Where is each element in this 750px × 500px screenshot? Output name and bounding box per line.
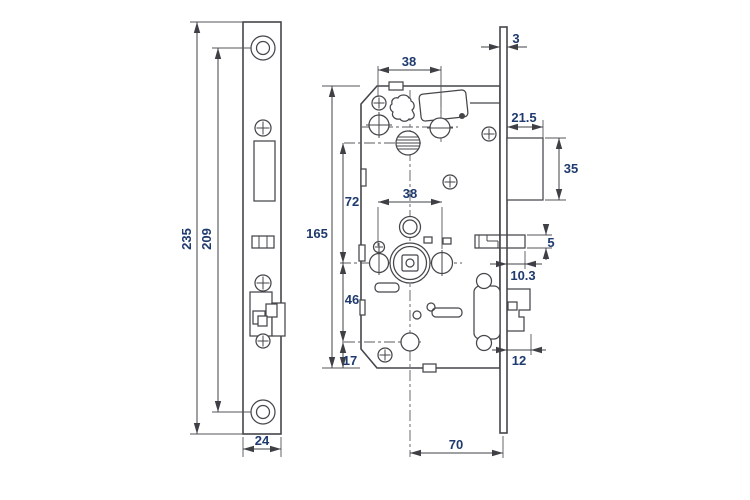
roller-pin-icon [475, 272, 493, 290]
crosshair-hole-icon [400, 332, 420, 352]
front-view-dimensions: 235 209 24 [179, 21, 282, 457]
dim-total-height: 235 [179, 228, 194, 250]
phillips-screw-icon [481, 126, 497, 142]
latch-cam-shape [389, 94, 415, 122]
dim-plate-width: 24 [255, 433, 270, 448]
rivet-dot [459, 113, 465, 119]
case-top-tab [388, 81, 404, 91]
phillips-screw-icon [254, 274, 272, 292]
deadbolt-front-detail [249, 291, 286, 337]
dim-latch-projection: 10.3 [510, 268, 535, 283]
phillips-screw-icon [372, 240, 386, 254]
cylinder-hole-icon [398, 215, 422, 239]
dim-hub-hole-spacing: 38 [403, 186, 417, 201]
lock-case-view: 165 72 46 17 38 38 [306, 54, 501, 457]
adjuster-slot [251, 235, 275, 249]
phillips-screw-icon [442, 174, 458, 190]
dim-lower-hole-to-bottom: 17 [343, 353, 357, 368]
faceplate-edge [499, 26, 508, 434]
spring-barrel-icon [395, 130, 421, 156]
crosshair-hole-icon [427, 117, 453, 139]
dim-top-hole-spacing: 38 [402, 54, 416, 69]
case-view-dimensions: 165 72 46 17 38 38 [306, 54, 443, 369]
phillips-screw-icon [371, 95, 387, 111]
deadbolt-side [473, 272, 531, 352]
dim-screw-spacing: 209 [199, 228, 214, 250]
dim-latch-bolt-thickness: 5 [547, 235, 554, 250]
faceplate-outline [242, 21, 282, 435]
crosshair-hole-icon [368, 251, 390, 275]
edge-slot [359, 299, 366, 316]
small-slot [442, 237, 452, 245]
dim-spindle-to-lower-hole: 46 [345, 292, 359, 307]
dim-backset-depth: 70 [449, 437, 463, 452]
latch-opening [253, 140, 276, 202]
edge-slot [358, 244, 366, 262]
countersunk-screw-icon [250, 35, 276, 61]
dim-latch-housing-depth: 21.5 [511, 110, 536, 125]
dim-case-height: 165 [306, 226, 328, 241]
pin-hole [426, 302, 436, 312]
latch-bolt-side [474, 234, 526, 249]
crosshair-hole-icon [366, 112, 392, 138]
edge-slot [360, 168, 367, 187]
case-bottom-tab [422, 363, 437, 373]
faceplate-front-view: 235 209 24 [179, 21, 286, 457]
latch-housing [506, 137, 544, 201]
oval-slot [374, 282, 400, 293]
dim-latch-housing-height: 35 [564, 161, 578, 176]
side-profile-view: 3 21.5 35 5 10.3 12 70 [410, 26, 578, 458]
dim-deadbolt-projection: 12 [512, 353, 526, 368]
phillips-screw-icon [255, 333, 271, 349]
spindle-hub-icon [389, 242, 431, 284]
phillips-screw-icon [377, 347, 393, 363]
dim-cylinder-to-spindle: 72 [345, 194, 359, 209]
dim-faceplate-thickness: 3 [512, 31, 519, 46]
phillips-screw-icon [254, 119, 272, 137]
roller-pin-icon [475, 334, 493, 352]
side-view-dimensions: 3 21.5 35 5 10.3 12 70 [410, 31, 578, 458]
countersunk-screw-icon [250, 399, 276, 425]
crosshair-hole-icon [430, 250, 454, 276]
small-slot [423, 236, 433, 244]
pin-hole [412, 310, 422, 320]
oval-slot [431, 307, 463, 318]
